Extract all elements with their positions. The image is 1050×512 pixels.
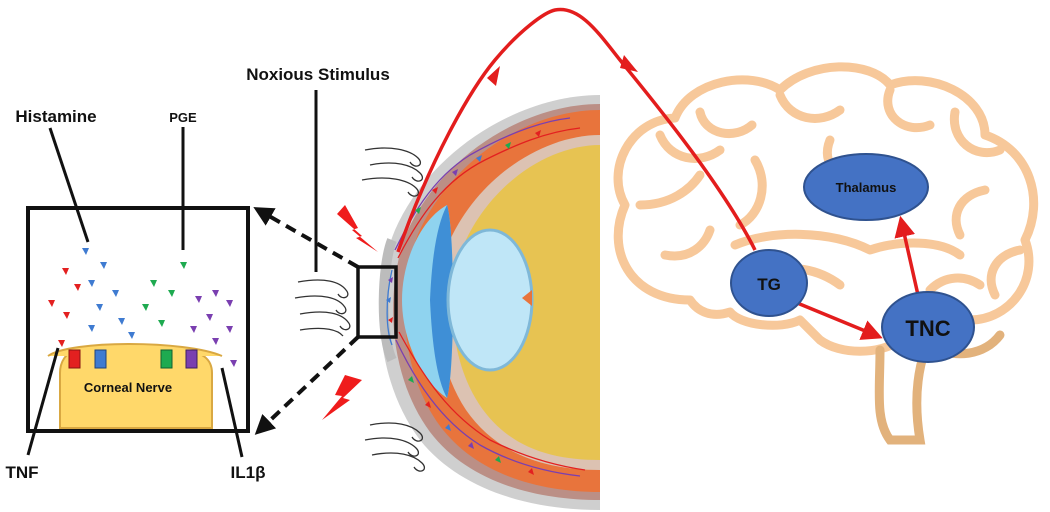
tg-node: TG xyxy=(730,249,808,317)
histamine-leader xyxy=(48,127,90,243)
corneal-nerve-label: Corneal Nerve xyxy=(84,380,172,395)
thalamus-label: Thalamus xyxy=(836,180,897,195)
lightning-bolt-icon xyxy=(322,375,362,420)
receptors xyxy=(68,349,198,369)
airflow-swirl-icon xyxy=(294,147,426,472)
il1b-label: IL1β xyxy=(231,463,266,482)
pge-label: PGE xyxy=(169,110,197,125)
pathway-arrowhead-up xyxy=(487,66,500,86)
cornea-to-brain-arrow xyxy=(396,7,757,253)
histamine-label: Histamine xyxy=(15,107,96,126)
tg-label: TG xyxy=(757,275,781,294)
corneal-nerve-top xyxy=(47,343,223,357)
mediator-particles xyxy=(48,248,237,367)
tnc-node: TNC xyxy=(881,291,975,363)
zoom-line-top xyxy=(253,207,359,269)
tnf-leader xyxy=(26,347,60,456)
tnc-label: TNC xyxy=(905,316,950,341)
tnc-to-thalamus-arrow xyxy=(894,215,920,296)
eye-cross-section-icon xyxy=(378,95,600,510)
zoom-line-bottom xyxy=(254,335,360,435)
cornea-mediators xyxy=(386,130,541,475)
il1b-leader xyxy=(220,367,244,458)
noxious-stimulus-label: Noxious Stimulus xyxy=(246,65,390,84)
pathway-arrowhead-down xyxy=(620,55,638,72)
cornea-zoom-box xyxy=(356,265,398,339)
tnf-label: TNF xyxy=(5,463,38,482)
lightning-bolt-icon xyxy=(337,205,378,252)
thalamus-node: Thalamus xyxy=(803,153,929,221)
tg-to-tnc-arrow xyxy=(789,298,883,340)
